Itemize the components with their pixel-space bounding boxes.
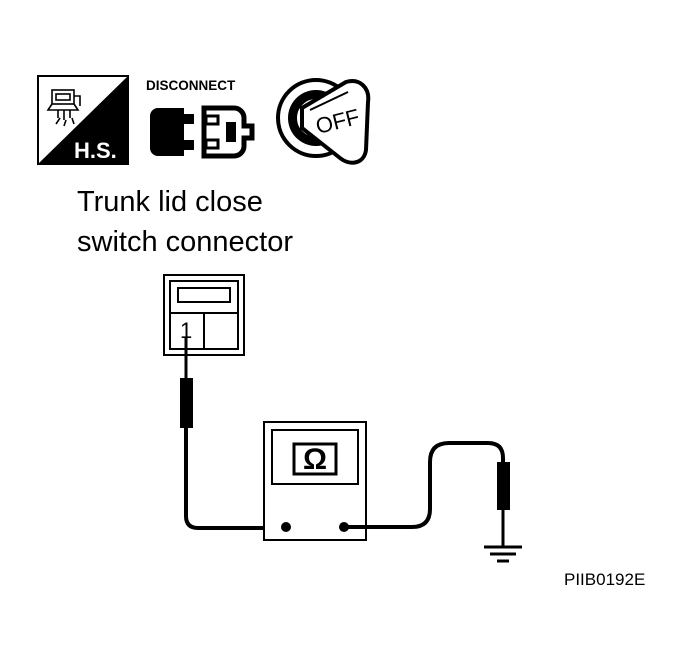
terminal-1-label: 1 — [180, 318, 192, 343]
ohm-symbol: Ω — [303, 443, 327, 476]
disconnect-icon: DISCONNECT — [146, 78, 255, 159]
negative-probe-lead — [344, 441, 510, 546]
hs-icon: H.S. — [37, 75, 129, 165]
connector-caption-line1: Trunk lid close — [77, 186, 263, 218]
meter-positive-terminal — [281, 522, 291, 532]
disconnect-label: DISCONNECT — [146, 78, 236, 93]
connector-caption-line2: switch connector — [77, 226, 293, 258]
trunk-lid-switch-connector: 1 — [163, 274, 245, 356]
ohmmeter: Ω — [263, 421, 367, 541]
hs-label: H.S. — [74, 138, 117, 163]
harness-connector-icon — [46, 89, 81, 127]
ignition-off-icon: OFF — [276, 78, 371, 165]
ground-icon — [484, 545, 522, 563]
positive-probe-lead — [180, 338, 284, 530]
figure-code: PIIB0192E — [564, 570, 645, 589]
